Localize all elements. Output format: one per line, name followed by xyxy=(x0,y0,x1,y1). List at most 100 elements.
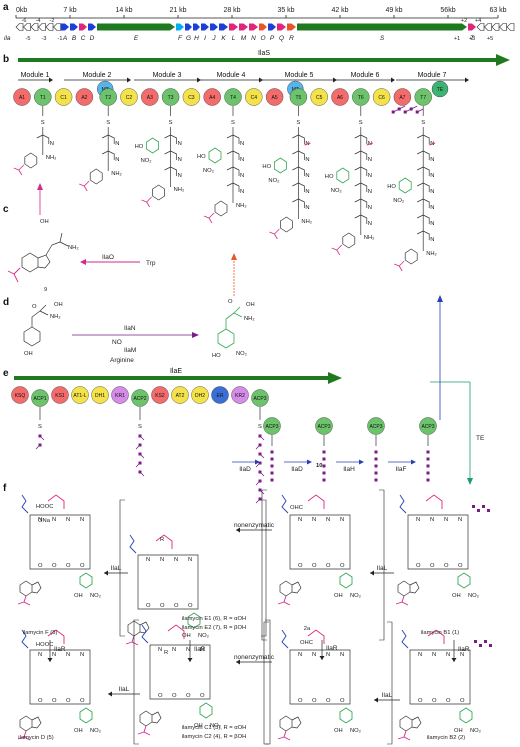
nrps-domain-t xyxy=(34,88,52,106)
side-group-label: HOOC xyxy=(36,504,53,510)
svg-text:N: N xyxy=(326,652,330,658)
domain-label: T3 xyxy=(168,95,174,101)
svg-text:N: N xyxy=(298,652,302,658)
svg-text:NO₂: NO₂ xyxy=(203,168,214,174)
svg-text:OH: OH xyxy=(194,723,203,729)
kb-tick-label: 14 kb xyxy=(115,7,132,14)
panel-label-e: e xyxy=(3,368,9,379)
svg-text:N: N xyxy=(458,517,462,523)
side-group-label: R xyxy=(164,650,168,656)
gene-f xyxy=(176,23,184,31)
no-label: NO xyxy=(112,339,122,346)
svg-text:NH₂: NH₂ xyxy=(50,314,61,320)
svg-text:O: O xyxy=(38,698,43,704)
svg-text:OH: OH xyxy=(74,593,83,599)
svg-text:HO: HO xyxy=(262,164,271,170)
pks-domain-label: KR1 xyxy=(115,393,125,399)
module-label: Module 3 xyxy=(153,72,182,79)
gene-c xyxy=(79,23,87,31)
svg-text:O: O xyxy=(416,563,421,569)
svg-text:NH₂: NH₂ xyxy=(426,251,437,257)
svg-text:N: N xyxy=(178,141,182,147)
flanking-orf-right xyxy=(506,23,515,31)
svg-text:N: N xyxy=(240,157,244,163)
svg-text:OH: OH xyxy=(334,728,343,734)
gene-label: P xyxy=(270,35,275,42)
svg-text:O: O xyxy=(174,603,179,609)
ilao-label: IlaO xyxy=(102,254,114,261)
pks-domain-label: ACP2 xyxy=(133,396,146,402)
svg-text:O: O xyxy=(66,698,71,704)
svg-text:N: N xyxy=(326,517,330,523)
svg-text:NO₂: NO₂ xyxy=(268,178,279,184)
domain-label: A7 xyxy=(399,95,405,101)
nrps-domain-t xyxy=(161,88,180,106)
pks-domain-acp xyxy=(131,389,149,407)
svg-text:S: S xyxy=(258,424,262,430)
svg-text:N: N xyxy=(430,157,434,163)
svg-text:N: N xyxy=(52,652,56,658)
nrps-domain-a xyxy=(75,88,94,106)
svg-text:S: S xyxy=(169,120,173,126)
svg-text:N: N xyxy=(305,205,309,211)
flanking-orf-right xyxy=(491,23,500,31)
svg-text:O: O xyxy=(312,698,317,704)
svg-text:O: O xyxy=(430,563,435,569)
gene-label: F xyxy=(178,35,183,42)
svg-text:NO₂: NO₂ xyxy=(90,728,101,734)
acp-tethered-chain: S xyxy=(135,407,145,477)
svg-text:N: N xyxy=(430,517,434,523)
svg-text:NH₂: NH₂ xyxy=(111,171,122,177)
tyrosine-structure: O OH NH₂ OH xyxy=(23,302,63,357)
ilao-arrow xyxy=(80,259,140,265)
svg-text:O: O xyxy=(326,563,331,569)
gene-l xyxy=(229,23,238,31)
domain-label: C4 xyxy=(251,95,258,101)
svg-text:O: O xyxy=(172,693,177,699)
svg-text:NO₂: NO₂ xyxy=(468,593,479,599)
gene-s xyxy=(297,23,467,31)
gene-label: C xyxy=(81,35,86,42)
standalone-acp-label: ACP3 xyxy=(421,424,434,430)
svg-text:NO₂: NO₂ xyxy=(350,728,361,734)
svg-text:N: N xyxy=(178,173,182,179)
nrps-domain-c xyxy=(182,88,201,106)
nrps-domain-t xyxy=(352,88,370,106)
svg-text:O: O xyxy=(158,693,163,699)
svg-text:N: N xyxy=(160,557,164,563)
svg-text:N: N xyxy=(305,173,309,179)
side-group-label: OHC xyxy=(290,505,303,511)
svg-text:O: O xyxy=(160,603,165,609)
pks-domain-label: AT2 xyxy=(176,393,185,399)
gene-label: H xyxy=(194,35,199,42)
svg-text:O: O xyxy=(66,563,71,569)
nrps-domain-a xyxy=(13,88,31,106)
module-arrowhead xyxy=(391,77,395,83)
ilas-arrow xyxy=(18,54,510,66)
gene-label: B xyxy=(72,35,77,42)
svg-text:N: N xyxy=(158,647,162,653)
ilal-arrow-top-left-label: IlaL xyxy=(111,565,122,572)
svg-text:NO₂: NO₂ xyxy=(470,728,481,734)
svg-text:N: N xyxy=(52,517,56,523)
pks-enzyme-label: IlaD xyxy=(291,466,303,473)
flanking-orf-left xyxy=(38,23,46,31)
ilal-arrow-bottom-left-label: IlaL xyxy=(119,686,130,693)
pks-domain-ks xyxy=(51,386,69,404)
pks-enzyme-label: IlaF xyxy=(396,466,407,473)
svg-text:O: O xyxy=(146,603,151,609)
pks-domain-er xyxy=(211,386,229,404)
svg-text:N: N xyxy=(66,652,70,658)
svg-text:O: O xyxy=(298,698,303,704)
gene-r xyxy=(287,23,296,31)
svg-text:N: N xyxy=(432,652,436,658)
svg-text:OH: OH xyxy=(24,351,33,357)
svg-text:N: N xyxy=(240,141,244,147)
svg-text:S: S xyxy=(138,424,142,430)
pks-domain-label: AT1-L xyxy=(73,393,86,399)
